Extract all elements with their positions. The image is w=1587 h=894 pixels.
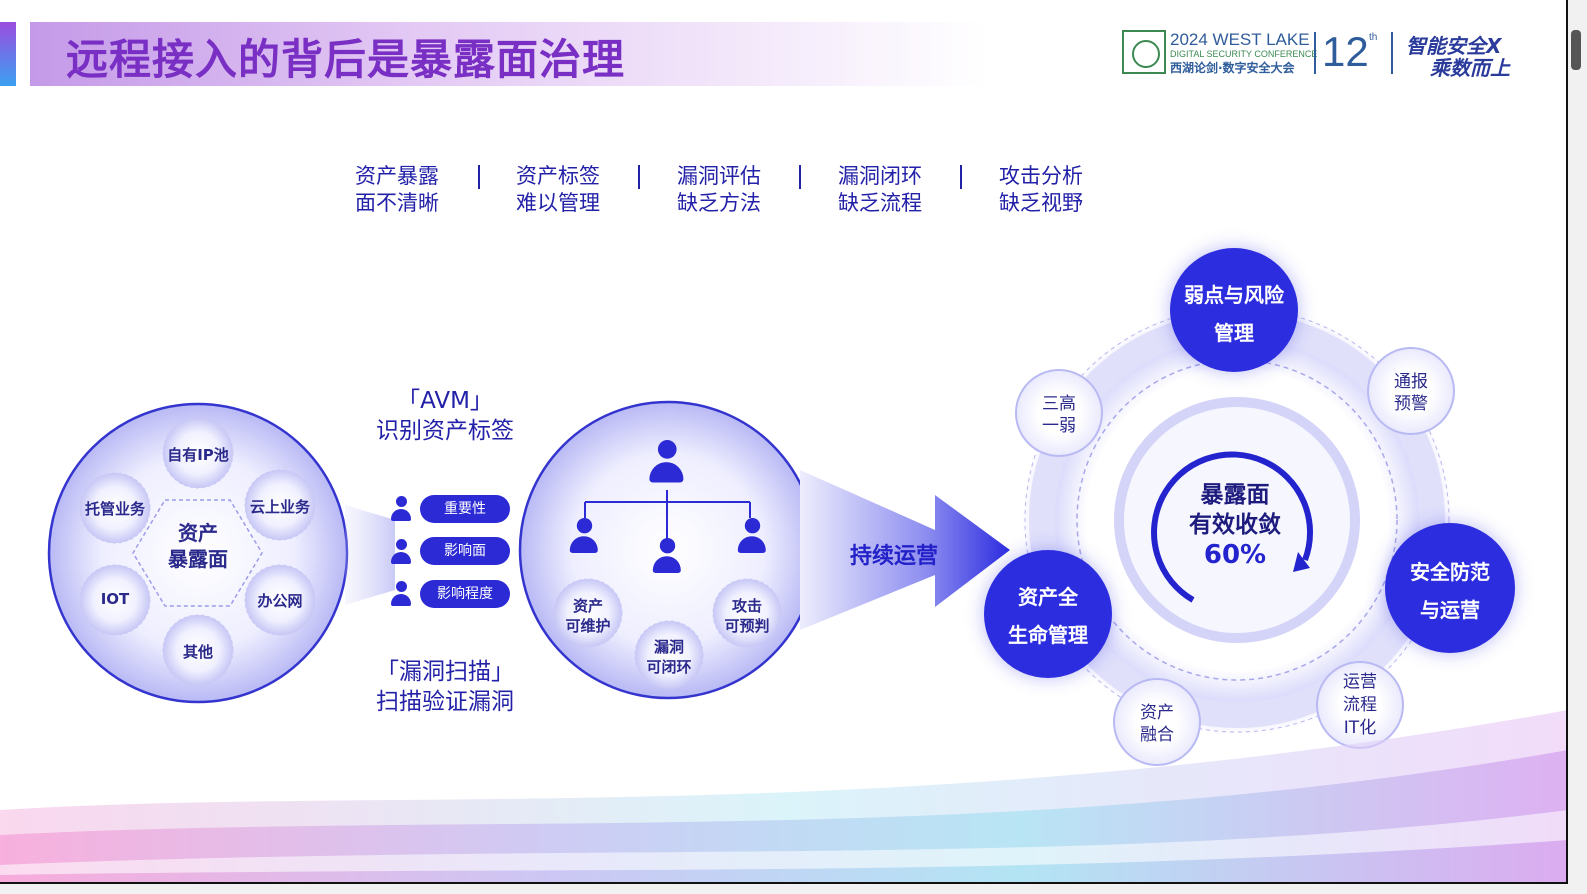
logo-line3: 西湖论剑·数字安全大会 xyxy=(1170,61,1295,75)
slogan-line2: 乘数而上 xyxy=(1430,56,1510,80)
cycle-node-lifecycle: 资产全生命管理 xyxy=(984,550,1112,678)
issue-divider xyxy=(478,165,480,189)
scrollbar-thumb[interactable] xyxy=(1571,30,1581,70)
exposure-item: 自有IP池 xyxy=(167,446,229,464)
person-icon xyxy=(735,518,769,557)
continuous-arrow xyxy=(800,470,1010,630)
avm-label: 「AVM」识别资产标签 xyxy=(376,388,514,444)
cycle-node-small: 资产融合 xyxy=(1113,678,1201,766)
issue-item: 资产标签难以管理 xyxy=(516,164,600,215)
continuous-ops-label: 持续运营 xyxy=(849,544,938,569)
issue-item: 攻击分析缺乏视野 xyxy=(999,164,1083,215)
issue-item: 资产暴露面不清晰 xyxy=(355,164,439,215)
person-icon xyxy=(389,496,413,524)
exposure-item: 云上业务 xyxy=(249,498,310,516)
scan-label: 「漏洞扫描」扫描验证漏洞 xyxy=(376,659,514,715)
accent-bar xyxy=(0,22,16,86)
exposure-item: 办公网 xyxy=(257,592,303,610)
cycle-center-label: 暴露面有效收敛 60% xyxy=(1189,482,1281,570)
issue-divider xyxy=(960,165,962,189)
issue-divider xyxy=(799,165,801,189)
cycle-node-defense: 安全防范与运营 xyxy=(1385,523,1515,653)
cycle-node-risk: 弱点与风险管理 xyxy=(1170,248,1298,372)
logo-divider xyxy=(1391,32,1393,74)
scrollbar-track[interactable] xyxy=(1568,0,1587,894)
cycle-node-small: 三高一弱 xyxy=(1015,369,1103,457)
logo-edition: 12 xyxy=(1322,28,1369,75)
person-icon xyxy=(389,581,413,609)
issue-item: 漏洞闭环缺乏流程 xyxy=(838,164,922,215)
person-icon xyxy=(567,518,601,557)
tag-pill: 影响面 xyxy=(420,537,510,565)
person-icon xyxy=(650,538,684,577)
tag-pill: 重要性 xyxy=(420,495,510,523)
logo-line1: 2024 WEST LAKE xyxy=(1170,30,1310,49)
bottom-edge xyxy=(0,884,1568,894)
person-icon xyxy=(389,539,413,567)
convergence-arc xyxy=(1151,451,1314,603)
title-band xyxy=(30,22,990,86)
exposure-center-label: 资产暴露面 xyxy=(168,521,228,571)
conference-emblem-icon xyxy=(1122,30,1166,74)
person-icon xyxy=(646,440,687,488)
page-title: 远程接入的背后是暴露面治理 xyxy=(66,35,626,84)
diagram-graphics xyxy=(47,305,1452,735)
decorative-wave xyxy=(0,710,1566,882)
issue-item: 漏洞评估缺乏方法 xyxy=(677,164,761,215)
exposure-item: 托管业务 xyxy=(84,500,145,518)
tag-pill: 影响程度 xyxy=(420,580,510,608)
org-item: 资产可维护 xyxy=(565,597,611,635)
exposure-item: IOT xyxy=(100,590,130,608)
org-item: 漏洞可闭环 xyxy=(646,638,692,676)
issue-divider xyxy=(638,165,640,189)
funnel-left xyxy=(345,505,395,605)
logo-edition-suffix: th xyxy=(1369,32,1378,43)
slogan-line1: 智能安全X xyxy=(1406,34,1502,58)
exposure-item: 其他 xyxy=(182,643,213,661)
logo-line2: DIGITAL SECURITY CONFERENCE xyxy=(1170,49,1318,59)
org-item: 攻击可预判 xyxy=(724,597,770,635)
slide: 远程接入的背后是暴露面治理 2024 WEST LAKE DIGITAL SEC… xyxy=(0,0,1568,884)
logo-divider xyxy=(1314,32,1316,74)
exposure-hexagon xyxy=(132,499,263,607)
cycle-node-small: 通报预警 xyxy=(1367,347,1455,435)
